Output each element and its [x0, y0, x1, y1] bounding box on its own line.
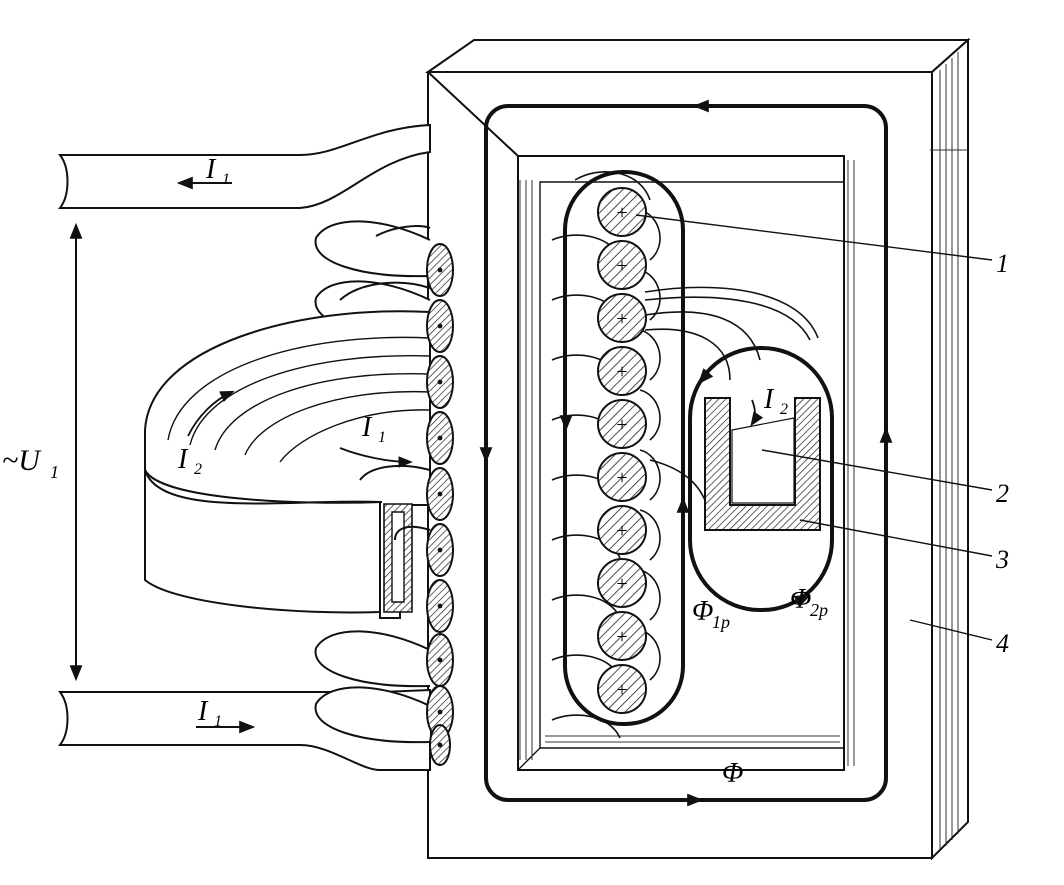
- secondary-current-arrow: [750, 399, 764, 427]
- main-flux-label: Φ: [722, 758, 743, 789]
- conductor-mark: +: [616, 626, 627, 648]
- secondary-winding-section: [644, 286, 834, 612]
- conductor-mark: +: [616, 520, 627, 542]
- conductor-mark: +: [616, 255, 627, 277]
- coil-dots: [437, 267, 443, 748]
- primary-conductor: [597, 293, 647, 343]
- callout-2: 2: [996, 479, 1009, 508]
- lead-current-label-top-sub: 1: [222, 171, 230, 188]
- secondary-current-label-sub: 2: [780, 401, 788, 418]
- coil-current-label-sub: 1: [378, 429, 386, 446]
- leakage-flux-2p-arrow-bottom: [791, 594, 811, 608]
- melt-charge: [731, 417, 795, 504]
- coil-current-arrow: [339, 447, 413, 468]
- primary-conductor: [597, 346, 647, 396]
- voltage-label-sub: 1: [50, 462, 59, 482]
- primary-conductor: [597, 611, 647, 661]
- external-channel: [144, 310, 431, 619]
- callout-1: 1: [996, 249, 1009, 278]
- voltage-label: ~U: [2, 444, 42, 477]
- primary-conductor: [597, 187, 647, 237]
- conductor-mark: +: [616, 573, 627, 595]
- primary-conductor: [597, 558, 647, 608]
- primary-conductor: [597, 505, 647, 555]
- leakage-flux-1p-label: Φ: [692, 596, 713, 627]
- primary-conductor: [597, 399, 647, 449]
- primary-conductor: [597, 240, 647, 290]
- primary-conductor: [597, 664, 647, 714]
- channel-current-arrow: [187, 390, 235, 437]
- conductor-mark: +: [616, 202, 627, 224]
- conductor-mark: +: [616, 308, 627, 330]
- conductor-mark: +: [616, 679, 627, 701]
- lead-current-label-bottom: I: [197, 696, 209, 727]
- primary-conductor: [597, 452, 647, 502]
- main-flux-arrows: [479, 99, 893, 807]
- conductor-mark: +: [616, 414, 627, 436]
- lead-current-label-bottom-sub: 1: [214, 713, 222, 730]
- leakage-flux-1p-path: [563, 170, 685, 726]
- channel-current-label: I: [177, 444, 189, 475]
- callout-4: 4: [996, 629, 1009, 658]
- leakage-flux-1p-label-sub: 1p: [712, 612, 730, 632]
- secondary-channel-conductor: [704, 397, 821, 531]
- lead-current-label-top: I: [205, 154, 217, 185]
- primary-winding-section: + + + + + + + + + +: [551, 170, 690, 739]
- leakage-flux-2p-path: [688, 346, 834, 612]
- callout-leaders: [635, 214, 993, 641]
- leakage-flux-2p-label: Φ: [790, 584, 811, 615]
- conductor-mark: +: [616, 361, 627, 383]
- leakage-flux-2p-label-sub: 2p: [810, 600, 828, 620]
- coil-current-label: I: [361, 412, 373, 443]
- callout-3: 3: [995, 545, 1009, 574]
- lead-current-arrows: [176, 176, 256, 734]
- leakage-flux-2p-arrow-top: [697, 367, 714, 385]
- conductor-mark: +: [616, 467, 627, 489]
- secondary-current-label: I: [763, 384, 775, 415]
- channel-current-label-sub: 2: [194, 461, 202, 478]
